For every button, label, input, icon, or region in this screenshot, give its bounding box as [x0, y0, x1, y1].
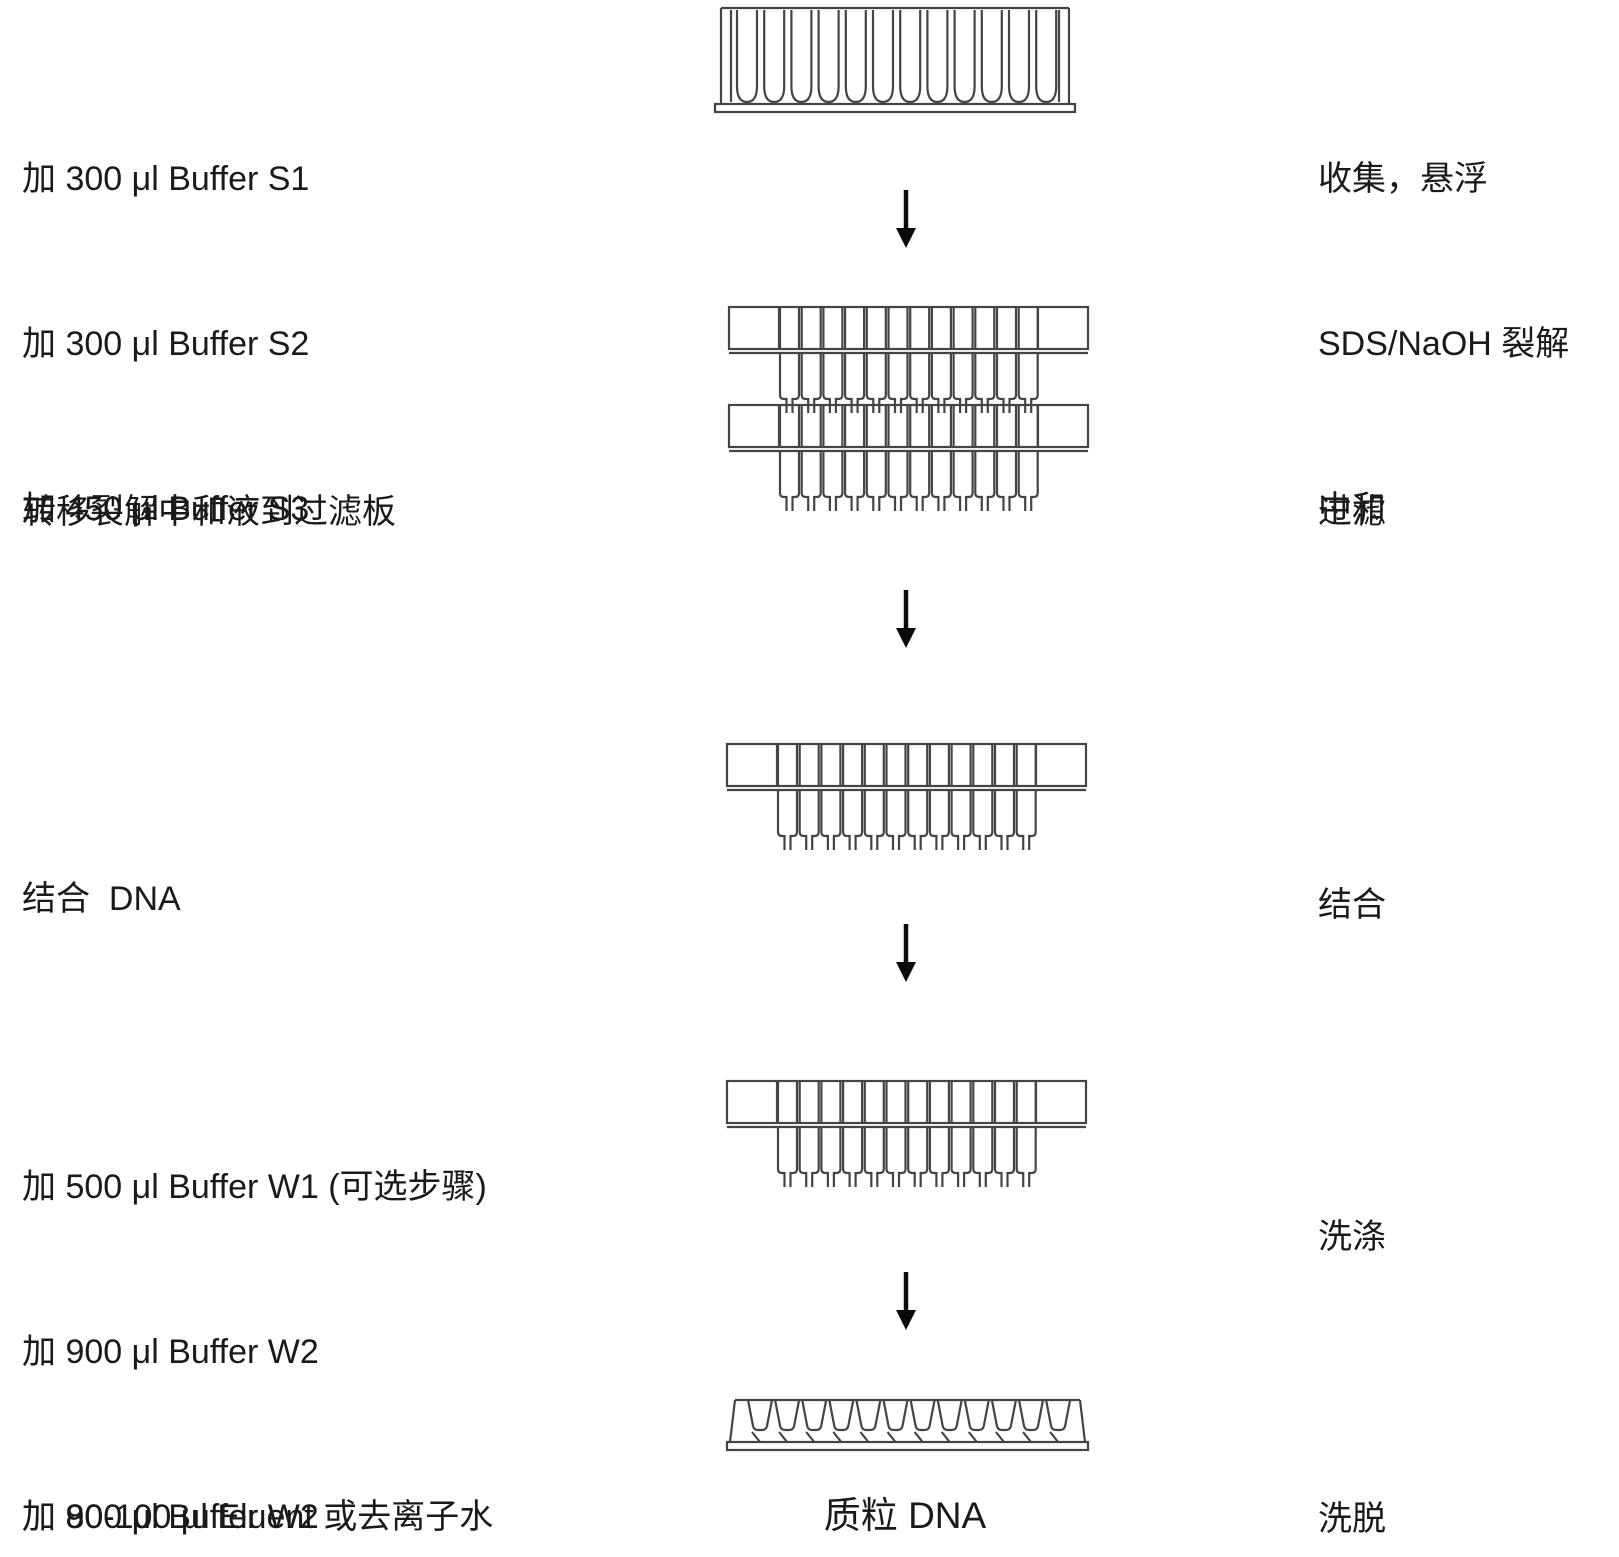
stage-filter-label: 过滤 — [1318, 375, 1386, 650]
step-text: 转移裂解中和液到过滤板 — [22, 493, 396, 531]
stage-collect-label: 收集，悬浮 SDS/NaOH 裂解 中和 — [1318, 42, 1569, 647]
step-text: 结合 DNA — [22, 880, 181, 918]
stage-wash-label: 洗涤 — [1318, 1100, 1386, 1375]
wash-plate-figure — [723, 1077, 1090, 1190]
step-text: 加 80-100 μl Eluent 或去离子水 — [22, 1498, 494, 1536]
filter-plate-stack-figure — [725, 303, 1092, 514]
step-text: 加 500 μl Buffer W1 (可选步骤) — [22, 1168, 487, 1206]
step-text: 加 300 μl Buffer S1 — [22, 160, 310, 198]
down-arrow-icon — [894, 588, 918, 648]
step-text: 加 900 μl Buffer W2 — [22, 1333, 319, 1371]
stage-elute-label: 洗脱 — [1318, 1382, 1386, 1557]
stage-bind-label: 结合 — [1318, 768, 1386, 1043]
step-text: 加 450 μl Buffer S3 — [22, 490, 310, 528]
stage-text: 洗脱 — [1318, 1500, 1386, 1538]
binding-plate-figure — [723, 740, 1090, 853]
plasmid-dna-caption: 质粒 DNA — [823, 1495, 987, 1536]
stage-text: 结合 — [1318, 886, 1386, 924]
transfer-step: 转移裂解中和液到过滤板 — [22, 375, 396, 650]
elution-plate-figure — [725, 1394, 1090, 1456]
wash-buffer-steps: 加 500 μl Buffer W1 (可选步骤) 加 900 μl Buffe… — [22, 1050, 487, 1557]
stage-text: SDS/NaOH 裂解 — [1318, 325, 1570, 363]
lysis-buffer-steps: 加 300 μl Buffer S1 加 300 μl Buffer S2 加 … — [22, 42, 309, 647]
down-arrow-icon — [894, 188, 918, 248]
bind-dna-step: 结合 DNA — [22, 762, 181, 1037]
stage-text: 中和 — [1318, 490, 1386, 528]
down-arrow-icon — [894, 922, 918, 982]
step-text: 加 300 μl Buffer S2 — [22, 325, 310, 363]
stage-text: 过滤 — [1318, 493, 1386, 531]
collection-plate-figure — [713, 4, 1077, 117]
down-arrow-icon — [894, 1270, 918, 1330]
stage-text: 收集，悬浮 — [1318, 160, 1488, 198]
step-text: 加 900 μl Buffer W2 — [22, 1498, 319, 1536]
elution-step: 加 80-100 μl Eluent 或去离子水 — [22, 1380, 493, 1557]
stage-text: 洗涤 — [1318, 1218, 1386, 1256]
